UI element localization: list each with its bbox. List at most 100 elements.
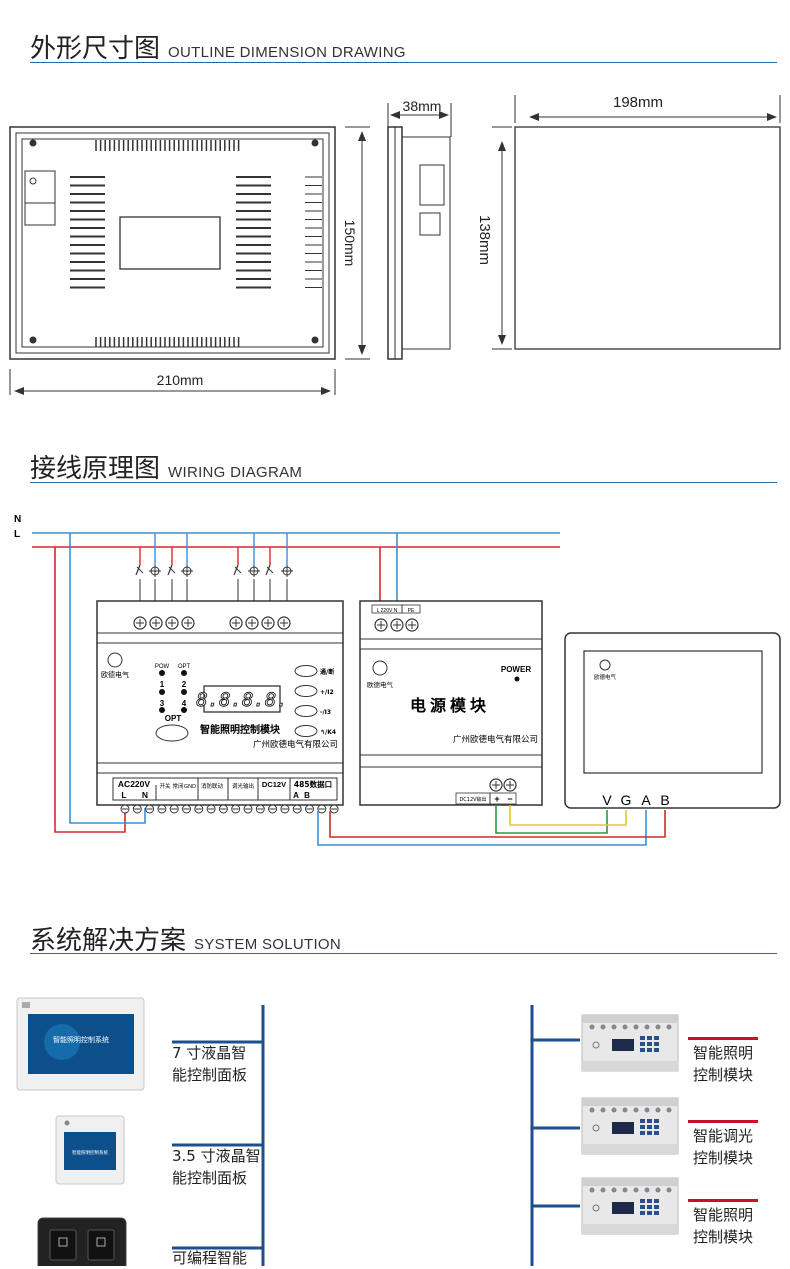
ctrl-b: B xyxy=(304,791,310,800)
control-module-image xyxy=(581,1177,679,1235)
outline-title-en: OUTLINE DIMENSION DRAWING xyxy=(168,44,406,61)
panel-3-5inch-label-line1: 3.5 寸液晶智 xyxy=(172,1147,261,1165)
ctrl-a: A xyxy=(293,791,299,800)
ctrl-btn-1-label: 通/断 xyxy=(320,668,334,676)
pwr-plus: + xyxy=(494,794,499,804)
ctrl-opt-button[interactable] xyxy=(155,724,189,742)
wiring-title-zh: 接线原理图 xyxy=(30,454,161,484)
power-module: L 220V N PE 欧德电气 POWER 电源模块 广州欧德电气有限公司 D… xyxy=(359,600,543,806)
ctrl-t4: 调光输出 xyxy=(232,782,254,790)
dim-depth-label: 38mm xyxy=(403,98,442,114)
ctrl-ch1: 1 xyxy=(160,680,165,689)
system-rule xyxy=(30,953,777,954)
wiring-title-en: WIRING DIAGRAM xyxy=(168,464,303,481)
pwr-pe: PE xyxy=(408,608,415,614)
ctrl-btn-2[interactable] xyxy=(294,685,318,697)
switch-icon xyxy=(168,566,176,574)
panel-g: G xyxy=(621,792,632,808)
ctrl-rs-label: 485数据口 xyxy=(294,779,332,789)
ctrl-btn-2-label: +/I2 xyxy=(320,689,334,696)
panel-a: A xyxy=(641,792,651,808)
switch-icon xyxy=(167,564,173,576)
switch-icon xyxy=(265,564,271,576)
panel-3-5inch-screen-text: 智能照明控制系统 xyxy=(72,1149,108,1156)
switch-icon xyxy=(233,564,239,576)
ctrl-name: 智能照明控制模块 xyxy=(200,723,281,736)
front-view xyxy=(9,126,336,360)
module-1-label-line2: 控制模块 xyxy=(692,1066,753,1084)
signal-wires xyxy=(317,805,666,846)
module-3-label: 智能照明 控制模块 xyxy=(688,1199,758,1248)
outline-section-title: 外形尺寸图 OUTLINE DIMENSION DRAWING xyxy=(30,28,406,65)
outline-title-zh: 外形尺寸图 xyxy=(30,34,161,64)
system-title-en: SYSTEM SOLUTION xyxy=(194,936,342,953)
dim-height-label: 150mm xyxy=(342,220,358,267)
panel-7inch-label-line1: 7 寸液晶智 xyxy=(172,1044,247,1062)
touch-panel: 欧德电气 V G A B xyxy=(564,632,781,809)
ctrl-t2: 常闭 xyxy=(172,782,183,790)
ctrl-pow: POW xyxy=(155,664,170,670)
module-1-label: 智能照明 控制模块 xyxy=(688,1037,758,1086)
ctrl-btn-3[interactable] xyxy=(294,705,318,717)
control-module-image xyxy=(581,1097,679,1155)
pwr-dc-label: DC12V输出 xyxy=(459,796,486,803)
ctrl-t1: 开关 xyxy=(159,782,171,790)
wiring-section-title: 接线原理图 WIRING DIAGRAM xyxy=(30,448,302,485)
dim-side-width-label: 198mm xyxy=(613,94,663,111)
panel-v: V xyxy=(602,792,612,808)
dim-side-width xyxy=(529,113,777,121)
side-view xyxy=(387,126,451,360)
feed-wires xyxy=(54,533,398,833)
module-3-accent xyxy=(688,1199,758,1202)
bus-n-label: N xyxy=(14,514,21,525)
ctrl-opt-button-label: OPT xyxy=(165,714,182,723)
panel-3-5inch: 智能照明控制系统 xyxy=(55,1115,125,1185)
panel-7inch: 智能照明控制系统 xyxy=(16,997,145,1091)
dim-side-height xyxy=(492,126,512,350)
switch-icon xyxy=(135,564,141,576)
ctrl-t3: 消防联动 xyxy=(201,782,224,790)
module-2-label-line2: 控制模块 xyxy=(692,1149,753,1167)
pwr-top-label: L 220V N xyxy=(377,608,398,614)
panel-7inch-label: 7 寸液晶智 能控制面板 xyxy=(172,1042,247,1086)
ctrl-dc-label: DC12V xyxy=(262,780,286,789)
pwr-brand: 欧德电气 xyxy=(367,680,394,689)
module-3-label-line1: 智能照明 xyxy=(692,1206,753,1224)
dim-width-label: 210mm xyxy=(157,372,204,388)
panel-7inch-screen-text: 智能照明控制系统 xyxy=(53,1035,109,1044)
ctrl-btn-1[interactable] xyxy=(294,665,318,677)
ctrl-brand: 欧德电气 xyxy=(101,670,129,679)
ctrl-btn-4[interactable] xyxy=(294,725,318,737)
ctrl-ac-label: AC220V xyxy=(118,779,150,789)
ctrl-l: L xyxy=(121,790,126,800)
module-1-accent xyxy=(688,1037,758,1040)
module-2-accent xyxy=(688,1120,758,1123)
switch-icon xyxy=(266,566,274,574)
ctrl-company: 广州欧德电气有限公司 xyxy=(253,739,338,750)
module-images xyxy=(581,1014,679,1235)
ctrl-btn-4-label: ↰/K4 xyxy=(320,729,336,736)
module-2-label: 智能调光 控制模块 xyxy=(688,1120,758,1169)
panel-programmable-label: 可编程智能 xyxy=(172,1247,247,1269)
pwr-company: 广州欧德电气有限公司 xyxy=(453,734,538,745)
pwr-led-label: POWER xyxy=(501,665,531,674)
pwr-name: 电源模块 xyxy=(410,696,490,715)
panel-3-5inch-label-line2: 能控制面板 xyxy=(172,1169,248,1187)
switch-icon xyxy=(136,566,144,574)
controller-module: 欧德电气 POW OPT 1 2 3 4 OPT 8.8.8.8. 通/断 +/… xyxy=(96,600,344,806)
ctrl-n: N xyxy=(142,790,148,800)
panel-programmable xyxy=(37,1217,127,1266)
dim-height xyxy=(345,126,370,360)
module-3-label-line2: 控制模块 xyxy=(692,1228,753,1246)
ctrl-ch3: 3 xyxy=(160,699,165,708)
wiring-diagram: N L 欧德电气 POW OPT 1 2 3 4 OPT 8.8.8.8. xyxy=(14,514,781,846)
module-1-label-line1: 智能照明 xyxy=(692,1044,753,1062)
ctrl-opt-led: OPT xyxy=(178,664,191,670)
ctrl-ch4: 4 xyxy=(182,699,187,708)
module-2-label-line1: 智能调光 xyxy=(692,1127,753,1145)
panel-programmable-label-line1: 可编程智能 xyxy=(172,1249,248,1267)
wiring-rule xyxy=(30,482,777,483)
controller-terminals xyxy=(120,616,339,814)
ctrl-display xyxy=(203,685,281,713)
